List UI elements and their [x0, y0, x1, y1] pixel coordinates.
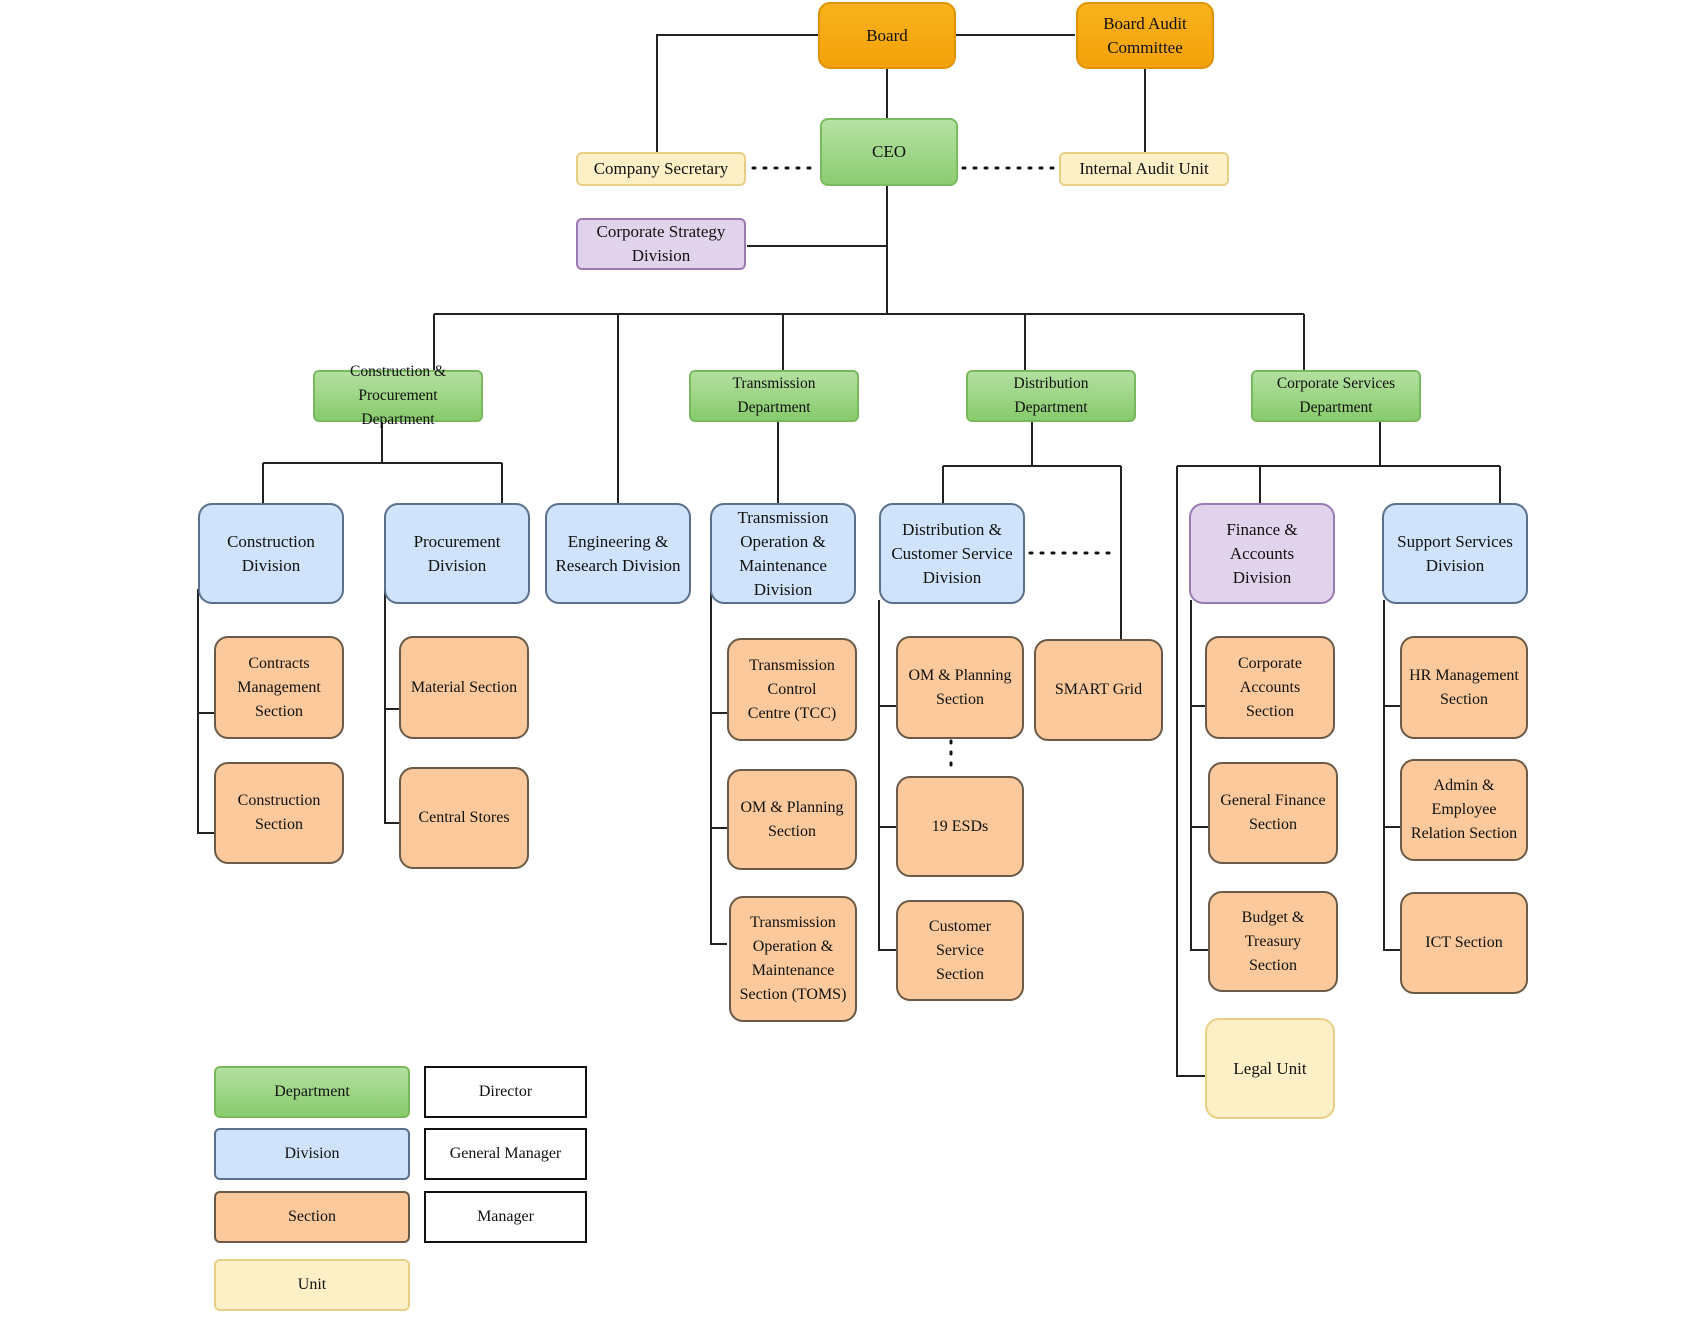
board-audit-committee-node[interactable]: Board Audit Committee: [1076, 2, 1214, 69]
smart-grid-node[interactable]: SMART Grid: [1034, 639, 1163, 741]
legend-director: Director: [424, 1066, 587, 1118]
legend-department: Department: [214, 1066, 410, 1118]
esds-node[interactable]: 19 ESDs: [896, 776, 1024, 877]
legend-division: Division: [214, 1128, 410, 1180]
corporate-services-department-node[interactable]: Corporate Services Department: [1251, 370, 1421, 422]
customer-service-section-node[interactable]: Customer Service Section: [896, 900, 1024, 1001]
corporate-strategy-division-node[interactable]: Corporate Strategy Division: [576, 218, 746, 270]
construction-section-node[interactable]: Construction Section: [214, 762, 344, 864]
hr-management-section-node[interactable]: HR Management Section: [1400, 636, 1528, 739]
procurement-division-node[interactable]: Procurement Division: [384, 503, 530, 604]
distribution-customer-service-division-node[interactable]: Distribution & Customer Service Division: [879, 503, 1025, 604]
finance-accounts-division-node[interactable]: Finance & Accounts Division: [1189, 503, 1335, 604]
general-finance-section-node[interactable]: General Finance Section: [1208, 762, 1338, 864]
legend-manager: Manager: [424, 1191, 587, 1243]
board-node[interactable]: Board: [818, 2, 956, 69]
toms-section-node[interactable]: Transmission Operation & Maintenance Sec…: [729, 896, 857, 1022]
connector-board-secretary: [656, 34, 818, 153]
legal-unit-node[interactable]: Legal Unit: [1205, 1018, 1335, 1119]
legend-unit: Unit: [214, 1259, 410, 1311]
legend-general-manager: General Manager: [424, 1128, 587, 1180]
internal-audit-unit-node[interactable]: Internal Audit Unit: [1059, 152, 1229, 186]
transmission-om-division-node[interactable]: Transmission Operation & Maintenance Div…: [710, 503, 856, 604]
company-secretary-node[interactable]: Company Secretary: [576, 152, 746, 186]
central-stores-node[interactable]: Central Stores: [399, 767, 529, 869]
om-planning-section-transmission-node[interactable]: OM & Planning Section: [727, 769, 857, 870]
distribution-department-node[interactable]: Distribution Department: [966, 370, 1136, 422]
budget-treasury-section-node[interactable]: Budget & Treasury Section: [1208, 891, 1338, 992]
construction-procurement-department-node[interactable]: Construction & Procurement Department: [313, 363, 483, 428]
support-services-division-node[interactable]: Support Services Division: [1382, 503, 1528, 604]
ceo-node[interactable]: CEO: [820, 118, 958, 186]
engineering-research-division-node[interactable]: Engineering & Research Division: [545, 503, 691, 604]
transmission-control-centre-node[interactable]: Transmission Control Centre (TCC): [727, 638, 857, 741]
om-planning-section-distribution-node[interactable]: OM & Planning Section: [896, 636, 1024, 739]
corporate-accounts-section-node[interactable]: Corporate Accounts Section: [1205, 636, 1335, 739]
admin-employee-relation-section-node[interactable]: Admin & Employee Relation Section: [1400, 759, 1528, 861]
transmission-department-node[interactable]: Transmission Department: [689, 370, 859, 422]
contracts-management-section-node[interactable]: Contracts Management Section: [214, 636, 344, 739]
ict-section-node[interactable]: ICT Section: [1400, 892, 1528, 994]
material-section-node[interactable]: Material Section: [399, 636, 529, 739]
construction-division-node[interactable]: Construction Division: [198, 503, 344, 604]
legend-section: Section: [214, 1191, 410, 1243]
